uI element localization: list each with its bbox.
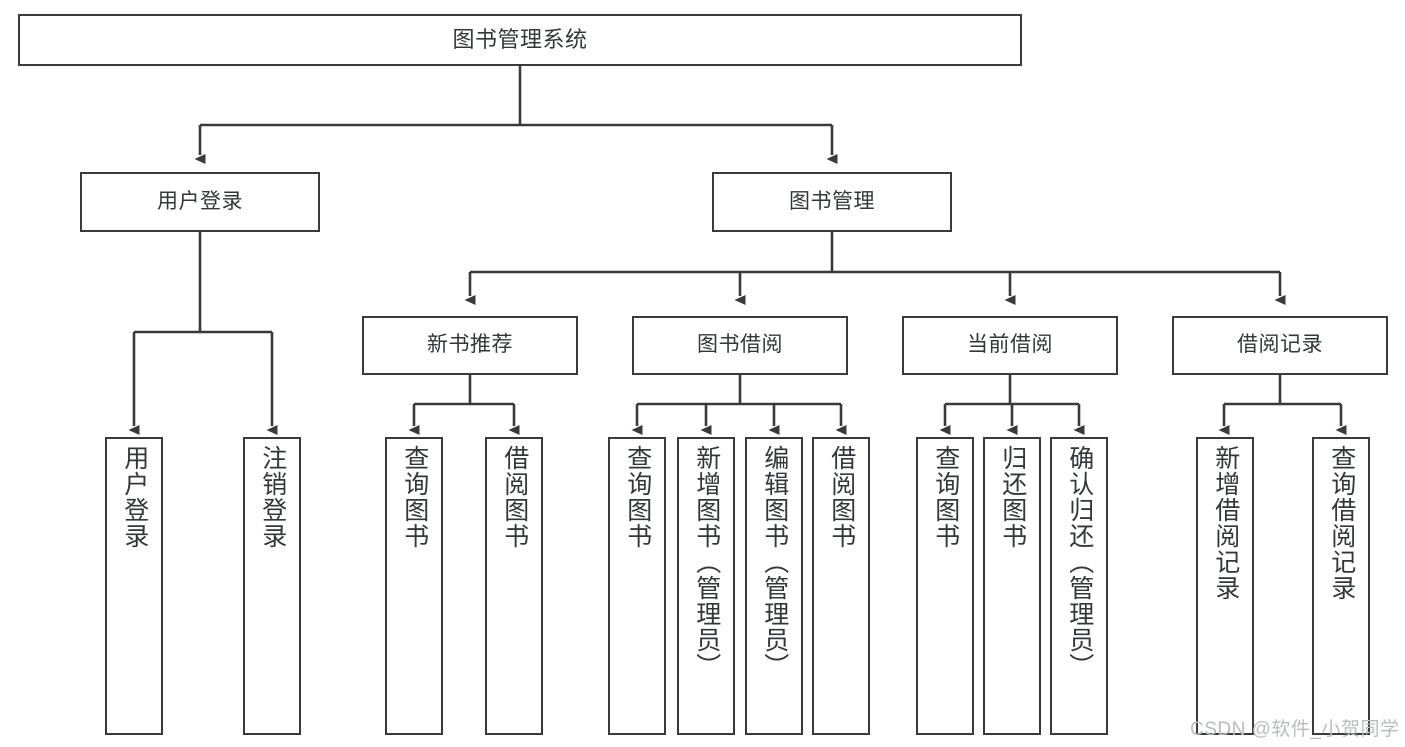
- node-leaf-query-record[interactable]: 查询借阅记录: [1312, 437, 1370, 735]
- node-leaf-borrow-book-1-label: 借阅图书: [500, 445, 529, 549]
- node-leaf-query-book-1[interactable]: 查询图书: [385, 437, 443, 735]
- node-current-borrow[interactable]: 当前借阅: [902, 316, 1118, 375]
- node-new-book-rec[interactable]: 新书推荐: [362, 316, 578, 375]
- node-leaf-query-book-1-label: 查询图书: [400, 445, 429, 549]
- node-book-manage-label: 图书管理: [789, 189, 875, 213]
- node-leaf-borrow-book-1[interactable]: 借阅图书: [485, 437, 543, 735]
- node-leaf-query-book-3-label: 查询图书: [931, 445, 960, 549]
- node-new-book-rec-label: 新书推荐: [427, 333, 513, 357]
- node-leaf-edit-book-label: 编辑图书（管理员）: [760, 445, 789, 679]
- node-leaf-logout-login[interactable]: 注销登录: [243, 437, 301, 735]
- node-root[interactable]: 图书管理系统: [18, 14, 1022, 66]
- node-leaf-return-book-label: 归还图书: [998, 445, 1027, 549]
- node-leaf-logout-login-label: 注销登录: [258, 445, 287, 549]
- node-leaf-edit-book[interactable]: 编辑图书（管理员）: [745, 437, 803, 735]
- node-leaf-confirm-return-label: 确认归还（管理员）: [1065, 445, 1094, 679]
- node-book-borrow-label: 图书借阅: [697, 333, 783, 357]
- node-root-label: 图书管理系统: [452, 27, 588, 53]
- node-user-login-label: 用户登录: [157, 189, 243, 213]
- node-leaf-add-record-label: 新增借阅记录: [1211, 445, 1240, 601]
- node-current-borrow-label: 当前借阅: [967, 333, 1053, 357]
- node-user-login[interactable]: 用户登录: [80, 172, 320, 232]
- node-leaf-query-book-2-label: 查询图书: [623, 445, 652, 549]
- node-borrow-record-label: 借阅记录: [1237, 333, 1323, 357]
- node-leaf-user-login-label: 用户登录: [120, 445, 149, 549]
- node-book-borrow[interactable]: 图书借阅: [632, 316, 848, 375]
- node-leaf-user-login[interactable]: 用户登录: [105, 437, 163, 735]
- node-book-manage[interactable]: 图书管理: [712, 172, 952, 232]
- node-leaf-query-record-label: 查询借阅记录: [1327, 445, 1356, 601]
- node-leaf-borrow-book-2[interactable]: 借阅图书: [812, 437, 870, 735]
- node-leaf-borrow-book-2-label: 借阅图书: [827, 445, 856, 549]
- node-leaf-add-record[interactable]: 新增借阅记录: [1196, 437, 1254, 735]
- node-leaf-confirm-return[interactable]: 确认归还（管理员）: [1050, 437, 1108, 735]
- node-leaf-add-book-label: 新增图书（管理员）: [692, 445, 721, 679]
- node-borrow-record[interactable]: 借阅记录: [1172, 316, 1388, 375]
- node-leaf-add-book[interactable]: 新增图书（管理员）: [677, 437, 735, 735]
- node-leaf-query-book-3[interactable]: 查询图书: [916, 437, 974, 735]
- node-leaf-query-book-2[interactable]: 查询图书: [608, 437, 666, 735]
- node-leaf-return-book[interactable]: 归还图书: [983, 437, 1041, 735]
